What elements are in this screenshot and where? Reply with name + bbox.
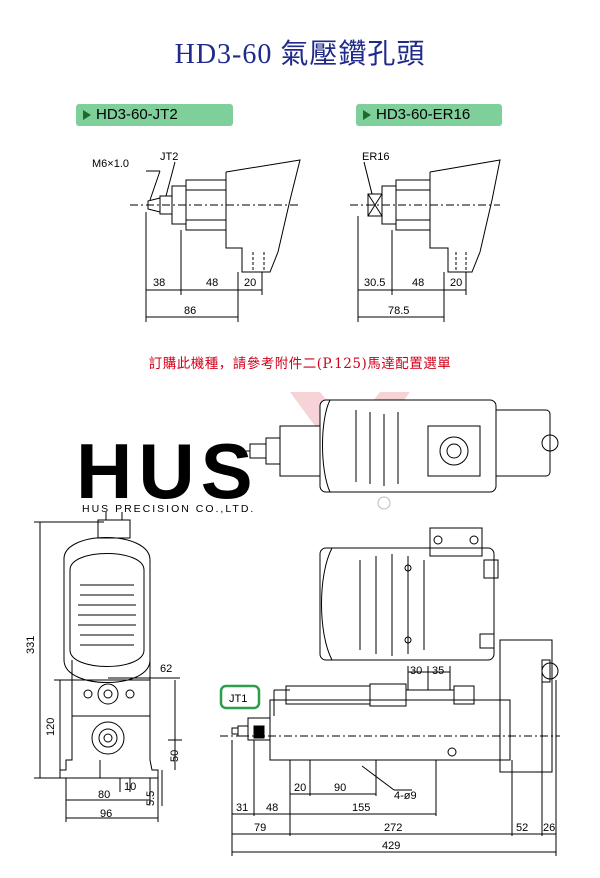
dim-front-96: 96 [100,808,112,820]
isometric-drill-head [232,399,559,493]
dim-left-86: 86 [184,305,196,317]
dim-side-52: 52 [516,822,528,834]
dim-right-78-5: 78.5 [388,305,409,317]
taper-label-jt2: JT2 [160,151,178,163]
dim-front-62: 62 [160,663,172,675]
dim-left-48: 48 [206,277,218,289]
page-title: HD3-60 氣壓鑽孔頭 [174,39,426,70]
front-view [34,512,182,822]
side-view [220,527,560,856]
dim-front-331: 331 [25,636,37,654]
dim-side-90: 90 [334,782,346,794]
dim-front-50: 50 [169,750,181,762]
watermark-logo-text: HUS [76,427,259,515]
dim-side-272: 272 [384,822,402,834]
order-note: 訂購此機種，請參考附件二(P.125)馬達配置選單 [148,356,452,372]
dim-left-38: 38 [153,277,165,289]
dim-side-26: 26 [543,822,555,834]
dim-side-35: 35 [432,665,444,677]
dim-side-429: 429 [382,840,400,852]
dim-left-20: 20 [244,277,256,289]
taper-label-jt1: JT1 [229,693,247,705]
collet-label-er16: ER16 [362,151,390,163]
dim-front-10: 10 [124,781,136,793]
tag-jt2: HD3-60-JT2 [76,104,233,126]
dim-side-79: 79 [254,822,266,834]
dim-side-31: 31 [236,802,248,814]
dim-front-5-5: 5.5 [145,791,157,806]
vent-slots [78,584,136,646]
dim-right-30-5: 30.5 [364,277,385,289]
dim-side-155: 155 [352,802,370,814]
thread-label: M6×1.0 [92,158,129,170]
jt2-side-view [130,159,301,322]
jt1-highlight-box [219,684,261,710]
dim-front-120: 120 [45,718,57,736]
tag-er16: HD3-60-ER16 [356,104,502,126]
dim-right-20: 20 [450,277,462,289]
dim-side-hole-spec: 4-ø9 [394,790,417,802]
dim-side-48: 48 [266,802,278,814]
er16-side-view [350,159,501,322]
watermark-company: HUS PRECISION CO.,LTD. [82,503,255,515]
dim-right-48: 48 [412,277,424,289]
dim-front-80: 80 [98,789,110,801]
registered-mark-icon [377,496,391,510]
dim-side-30: 30 [410,665,422,677]
dim-side-20: 20 [294,782,306,794]
